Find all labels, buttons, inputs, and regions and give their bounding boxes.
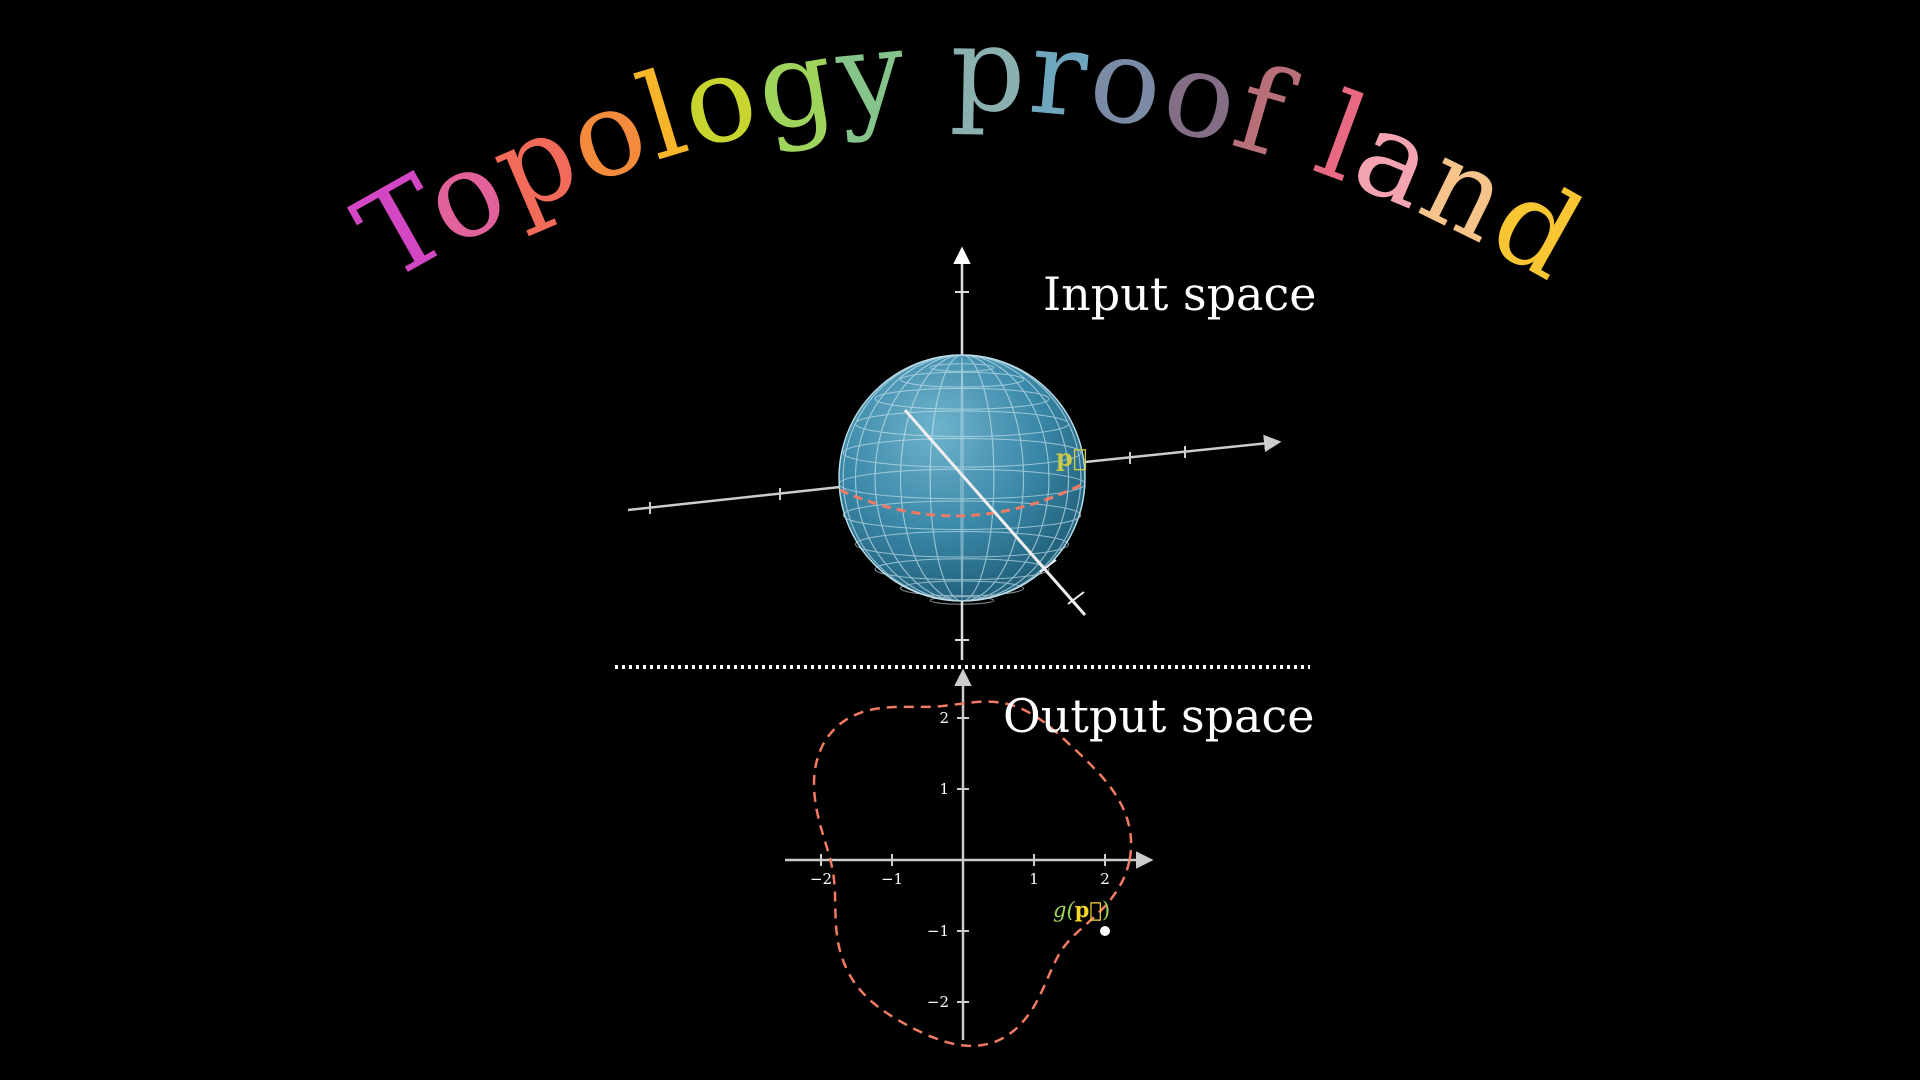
title-letter: y bbox=[830, 2, 913, 146]
sphere-equator bbox=[839, 481, 1086, 518]
x-tick-label: −2 bbox=[810, 870, 832, 888]
output-point bbox=[1100, 926, 1110, 936]
close-paren: ) bbox=[1102, 898, 1110, 922]
output-x-ticks: −2 −1 1 2 bbox=[810, 854, 1110, 888]
x-axis-back bbox=[627, 485, 841, 512]
y-tick-label: 1 bbox=[939, 780, 949, 798]
y-tick-label: −1 bbox=[927, 922, 949, 940]
output-space-panel: −2 −1 1 2 2 1 −1 −2 g(p⃗) Output space bbox=[785, 668, 1314, 1048]
x-tick-label: −1 bbox=[881, 870, 903, 888]
x-axis-front bbox=[1084, 434, 1282, 464]
x-tick-label: 2 bbox=[1100, 870, 1110, 888]
x-tick-label: 1 bbox=[1029, 870, 1039, 888]
z-axis-ticks bbox=[955, 291, 969, 641]
y-tick-label: 2 bbox=[939, 709, 949, 727]
page-title: Topology proof land bbox=[334, 0, 1605, 307]
g-label: g( bbox=[1053, 898, 1075, 922]
output-point-label: g(p⃗) bbox=[1053, 897, 1110, 922]
output-space-label: Output space bbox=[1003, 689, 1314, 743]
sphere-grid bbox=[838, 354, 1086, 605]
title-letter bbox=[905, 0, 950, 140]
p-label: p⃗ bbox=[1075, 897, 1102, 922]
y-axis-diagonal bbox=[903, 409, 1087, 616]
title-letter: r bbox=[1024, 2, 1094, 145]
sphere bbox=[838, 354, 1086, 602]
output-y-ticks: 2 1 −1 −2 bbox=[927, 709, 969, 1011]
input-point-label: p⃗ bbox=[1056, 443, 1087, 472]
input-space-panel: p⃗ Input space bbox=[627, 246, 1316, 660]
y-tick-label: −2 bbox=[927, 993, 949, 1011]
title-letter: p bbox=[949, 0, 1029, 139]
input-space-label: Input space bbox=[1043, 267, 1316, 321]
output-curve bbox=[812, 700, 1133, 1048]
diagonal-axis-ticks bbox=[1039, 559, 1085, 605]
